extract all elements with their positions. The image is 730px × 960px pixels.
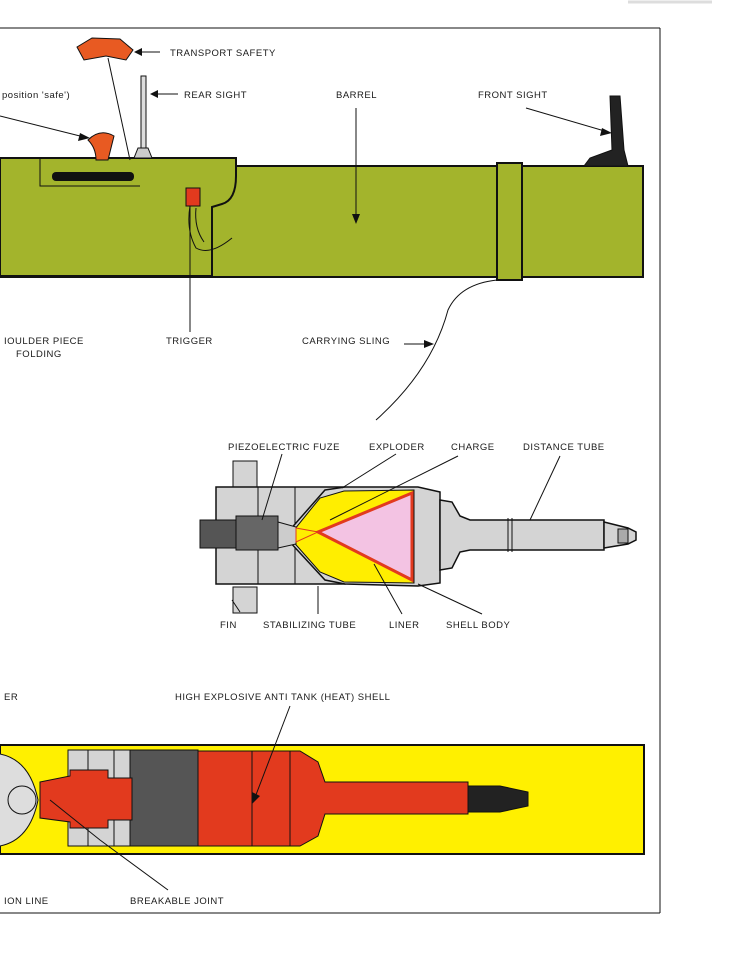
propellant (129, 749, 199, 847)
rear-sight-part (133, 75, 153, 159)
leader-lines (0, 48, 612, 891)
page-frame (0, 0, 712, 914)
heat-shell-part (39, 769, 133, 829)
label-ion-line: ION LINE (4, 896, 49, 907)
label-shoulder-folding: FOLDING (16, 349, 62, 360)
fin-top (232, 460, 258, 488)
label-piezoelectric-fuze: PIEZOELECTRIC FUZE (228, 442, 340, 453)
label-distance-tube: DISTANCE TUBE (523, 442, 605, 453)
label-er-fragment: ER (4, 692, 18, 703)
label-fin: FIN (220, 620, 237, 631)
safety-slot (52, 172, 134, 181)
transport-safety-part (76, 37, 134, 61)
label-stabilizing-tube: STABILIZING TUBE (263, 620, 356, 631)
trigger-part (185, 187, 233, 251)
label-carrying-sling: CARRYING SLING (302, 336, 390, 347)
label-shell-body: SHELL BODY (446, 620, 510, 631)
label-trigger: TRIGGER (166, 336, 213, 347)
label-position-safe: position 'safe') (2, 90, 70, 101)
label-charge: CHARGE (451, 442, 495, 453)
barrel-band (496, 162, 523, 281)
labels: TRANSPORT SAFETY position 'safe') REAR S… (2, 48, 605, 907)
label-rear-sight: REAR SIGHT (184, 90, 247, 101)
shoulder-piece (0, 157, 237, 277)
label-exploder: EXPLODER (369, 442, 425, 453)
label-liner: LINER (389, 620, 419, 631)
fin-bottom (232, 586, 258, 614)
shell-section-drawing (199, 460, 637, 614)
label-transport-safety: TRANSPORT SAFETY (170, 48, 276, 59)
label-barrel: BARREL (336, 90, 377, 101)
label-shoulder-piece: IOULDER PIECE (4, 336, 84, 347)
label-front-sight: FRONT SIGHT (478, 90, 548, 101)
label-heat-shell: HIGH EXPLOSIVE ANTI TANK (HEAT) SHELL (175, 692, 390, 703)
label-breakable-joint: BREAKABLE JOINT (130, 896, 224, 907)
safety-lever (87, 132, 115, 161)
cavity (314, 490, 414, 583)
launcher-drawing (0, 37, 644, 281)
front-sight-part (583, 95, 629, 167)
launch-tube-drawing (0, 744, 645, 855)
